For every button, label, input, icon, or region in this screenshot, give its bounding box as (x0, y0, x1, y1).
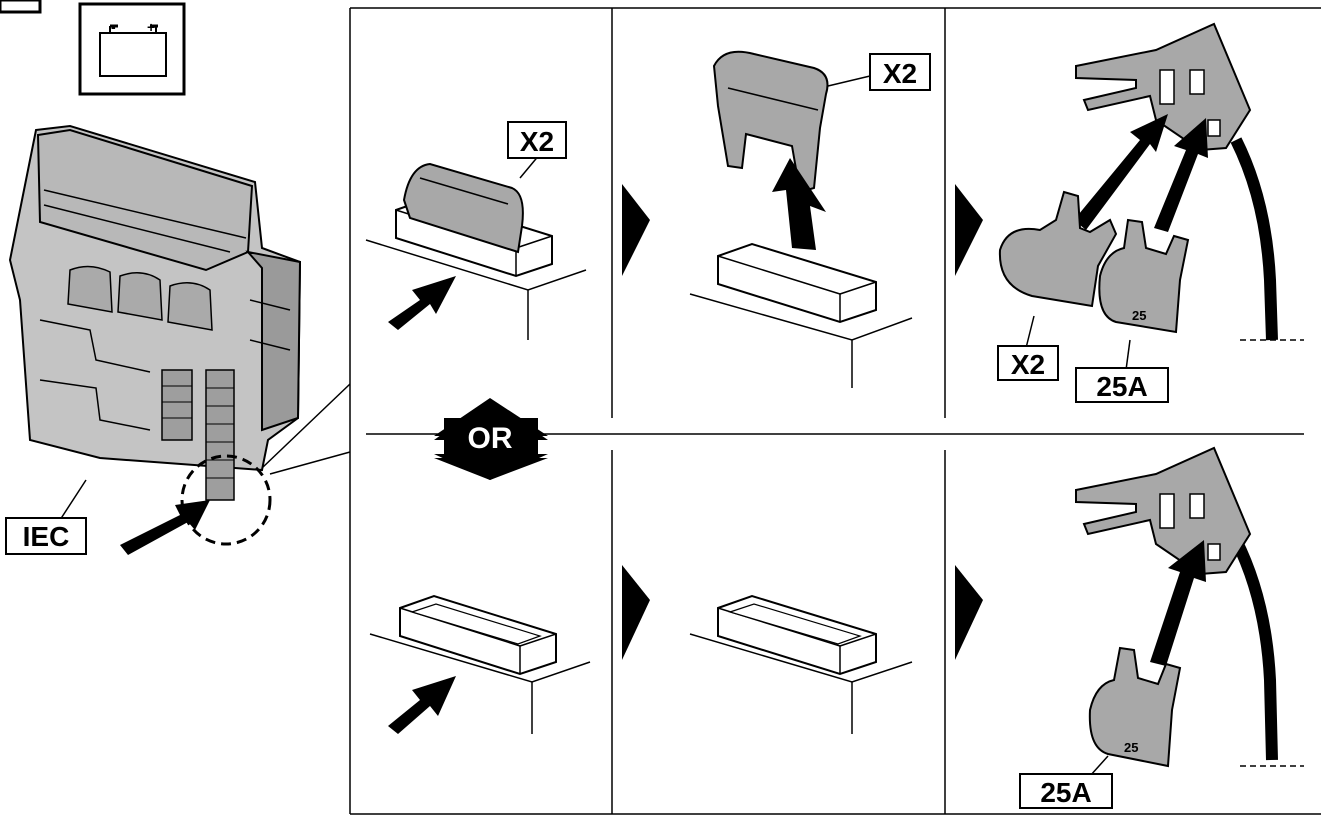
step-arrow-top-1 (622, 184, 650, 276)
cell-bottom-3: 25 25A (1019, 446, 1304, 809)
amp-label-top: 25A (1096, 371, 1147, 402)
fuse-25a-bottom (1088, 646, 1182, 768)
cell-top-2: X2 (689, 50, 931, 388)
step-arrow-bottom-2 (955, 565, 983, 660)
pointer-arrow (120, 500, 210, 555)
fuse-marking-bottom: 25 (1124, 740, 1138, 755)
or-text: OR (468, 422, 513, 455)
battery-icon: - + (0, 0, 186, 96)
battery-minus-sign: - (111, 19, 116, 35)
battery-plus-sign: + (147, 19, 155, 35)
fuse-removed (712, 50, 829, 194)
procedure-panel (349, 7, 1321, 815)
x2-label-top-left: X2 (520, 126, 554, 157)
fuse-box-illustration (8, 124, 351, 555)
x2-label-top-mid: X2 (883, 58, 917, 89)
or-divider: OR (434, 398, 548, 480)
cell-top-1: X2 (365, 121, 587, 340)
cell-bottom-1 (369, 594, 591, 734)
iec-label: IEC (5, 479, 87, 555)
fuse-marking-top: 25 (1132, 308, 1146, 323)
highlight-circle (180, 454, 272, 546)
step-arrows (622, 184, 983, 660)
x2-label-top-right: X2 (1011, 349, 1045, 380)
cell-top-3: 25 X2 25A (997, 22, 1304, 403)
step-arrow-bottom-1 (622, 565, 650, 660)
cell-bottom-2 (689, 594, 913, 734)
amp-label-bottom: 25A (1040, 777, 1091, 808)
fuse-25a (1098, 218, 1190, 334)
iec-text: IEC (23, 521, 70, 552)
fuse-x2 (998, 190, 1118, 308)
fuse-inserted (402, 162, 524, 254)
step-arrow-top-2 (955, 184, 983, 276)
